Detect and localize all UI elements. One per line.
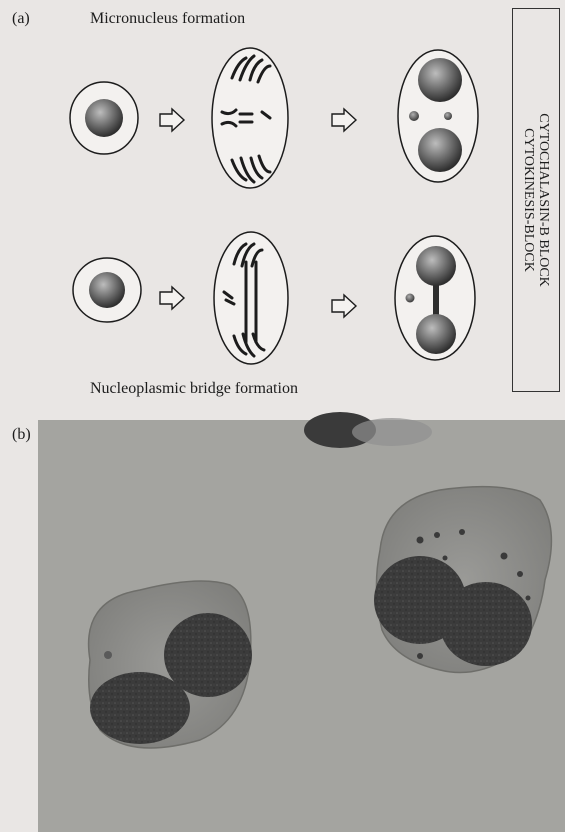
- interphase-cell-1: [70, 82, 138, 154]
- arrow-right-icon: [332, 295, 356, 317]
- micrograph: [38, 412, 565, 832]
- interphase-cell-2: [73, 258, 141, 322]
- anaphase-cell-bridge: [214, 232, 288, 364]
- arrow-right-icon: [332, 109, 356, 131]
- binucleated-cell-right: [374, 487, 551, 673]
- anaphase-cell-lagging-chromosome: [212, 48, 288, 188]
- row-nucleoplasmic-bridge: [73, 232, 475, 364]
- arrow-right-icon: [160, 109, 184, 131]
- arrow-right-icon: [160, 287, 184, 309]
- binucleated-cell-with-micronucleus: [398, 50, 478, 182]
- binucleated-cell-with-bridge: [395, 236, 475, 360]
- row-micronucleus: [70, 48, 478, 188]
